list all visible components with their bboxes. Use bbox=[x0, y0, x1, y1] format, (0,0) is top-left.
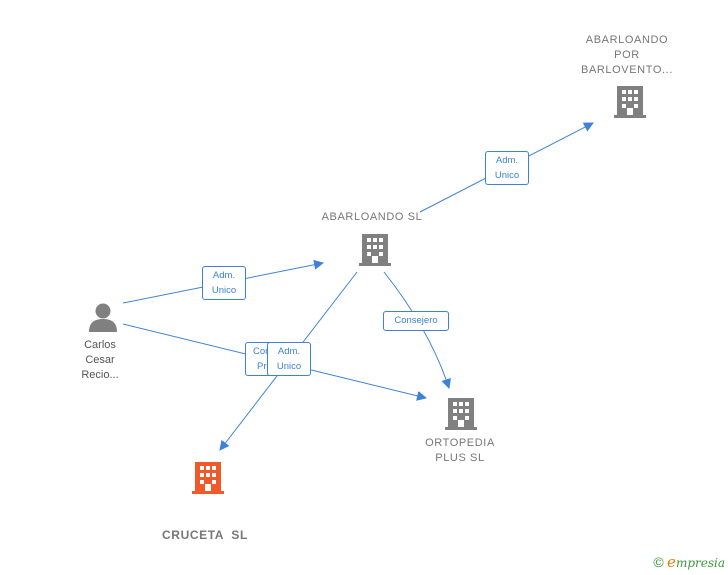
node-label-abarloando-sl[interactable]: ABARLOANDO SL bbox=[312, 210, 432, 225]
building-icon[interactable] bbox=[192, 460, 224, 494]
edge-label-line: Consejero bbox=[394, 315, 438, 326]
building-icon[interactable] bbox=[359, 232, 391, 266]
edge-label-line: Adm. bbox=[495, 155, 519, 166]
building-icon[interactable] bbox=[445, 396, 477, 430]
edge-label-line: Adm. bbox=[212, 270, 236, 281]
edge-label-line: Unico bbox=[276, 361, 302, 372]
edge-label-line: Adm. bbox=[277, 346, 301, 357]
person-icon[interactable] bbox=[88, 302, 118, 332]
label-line: Recio... bbox=[81, 369, 119, 381]
edge-label-line: Unico bbox=[211, 285, 237, 296]
edge-label-abarloando-ortopedia[interactable]: Consejero bbox=[383, 311, 449, 331]
label-line: ABARLOANDO SL bbox=[321, 211, 423, 223]
edge-label-abarloando-cruceta[interactable]: Adm. Unico bbox=[267, 342, 311, 376]
copyright-symbol: © bbox=[653, 554, 664, 570]
label-line: ORTOPEDIA bbox=[425, 437, 495, 449]
node-label-abarloando-por-barlovento[interactable]: ABARLOANDO POR BARLOVENTO... bbox=[572, 33, 682, 78]
empresia-logo[interactable]: © empresia bbox=[653, 553, 725, 571]
building-icon[interactable] bbox=[614, 84, 646, 118]
label-line: ABARLOANDO bbox=[585, 34, 669, 46]
brand-initial: e bbox=[667, 553, 676, 571]
label-line: PLUS SL bbox=[435, 452, 485, 464]
brand-name: mpresia bbox=[675, 556, 725, 570]
edge-label-abarloando-abarloando-por[interactable]: Adm. Unico bbox=[485, 151, 529, 185]
node-label-carlos-cesar-recio[interactable]: Carlos Cesar Recio... bbox=[60, 338, 140, 383]
label-line: POR bbox=[614, 49, 640, 61]
label-line: BARLOVENTO... bbox=[581, 64, 673, 76]
edge-label-carlos-abarloando[interactable]: Adm. Unico bbox=[202, 266, 246, 300]
edge-label-line: Unico bbox=[494, 170, 520, 181]
node-label-ortopedia-plus-sl[interactable]: ORTOPEDIA PLUS SL bbox=[405, 436, 515, 466]
node-label-cruceta-sl[interactable]: CRUCETA SL bbox=[140, 498, 270, 558]
label-line: Cesar bbox=[85, 354, 115, 366]
label-line: Carlos bbox=[84, 339, 116, 351]
edge-label-line: Pr bbox=[257, 361, 267, 372]
label-line: CRUCETA SL bbox=[162, 528, 248, 542]
edge-label-line: Con bbox=[253, 346, 271, 357]
